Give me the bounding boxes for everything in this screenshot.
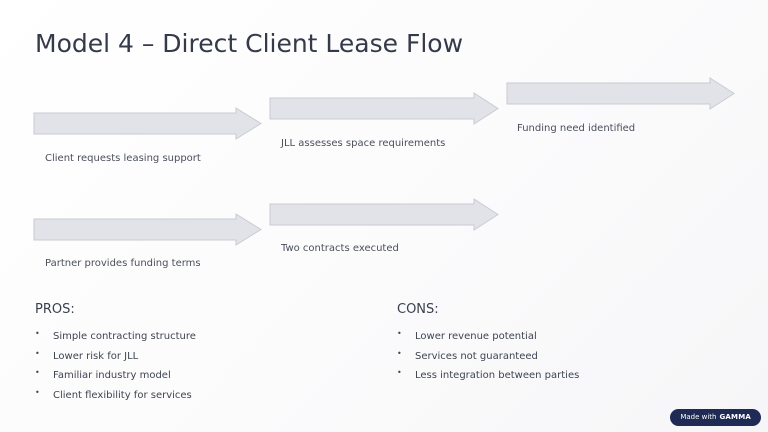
flow-step-1-arrow xyxy=(33,107,263,140)
bullet-icon: • xyxy=(397,368,402,377)
list-item: • Lower revenue potential xyxy=(397,327,579,347)
pros-list: • Simple contracting structure • Lower ris… xyxy=(35,327,196,405)
flow-step-2-arrow xyxy=(269,92,500,125)
badge-prefix: Made with xyxy=(680,413,717,421)
cons-item-text: Lower revenue potential xyxy=(415,331,537,342)
flow-step-2-label: JLL assesses space requirements xyxy=(281,138,446,149)
pros-item-text: Simple contracting structure xyxy=(53,331,196,342)
flow-step-5-label: Two contracts executed xyxy=(281,243,399,254)
cons-list: • Lower revenue potential • Services not g… xyxy=(397,327,579,386)
bullet-icon: • xyxy=(397,348,402,358)
list-item: • Lower risk for JLL xyxy=(35,347,196,367)
slide-title: Model 4 – Direct Client Lease Flow xyxy=(35,29,464,58)
flow-step-4-label: Partner provides funding terms xyxy=(45,258,201,269)
bullet-icon: • xyxy=(35,348,40,358)
cons-item-text: Services not guaranteed xyxy=(415,350,538,362)
bullet-icon: • xyxy=(35,329,40,338)
flow-step-3-arrow xyxy=(506,77,737,110)
pros-item-text: Lower risk for JLL xyxy=(53,350,139,362)
bullet-icon: • xyxy=(35,368,40,377)
pros-item-text: Familiar industry model xyxy=(53,370,171,381)
arrow-right-icon xyxy=(506,77,735,110)
list-item: • Services not guaranteed xyxy=(397,347,579,367)
list-item: • Client flexibility for services xyxy=(35,386,196,406)
arrow-right-icon xyxy=(33,213,262,246)
badge-brand-logo: GAMMA xyxy=(719,413,751,421)
arrow-right-icon xyxy=(269,198,499,231)
list-item: • Familiar industry model xyxy=(35,366,196,386)
list-item: • Simple contracting structure xyxy=(35,327,196,347)
flow-step-1-label: Client requests leasing support xyxy=(45,153,201,164)
flow-step-4-arrow xyxy=(33,213,263,246)
pros-item-text: Client flexibility for services xyxy=(53,389,192,401)
bullet-icon: • xyxy=(397,329,402,338)
cons-item-text: Less integration between parties xyxy=(415,370,580,381)
flow-step-5-arrow xyxy=(269,198,500,231)
made-with-badge[interactable]: Made with GAMMA xyxy=(670,409,761,426)
flow-step-3-label: Funding need identified xyxy=(517,123,636,134)
arrow-right-icon xyxy=(33,107,262,140)
bullet-icon: • xyxy=(35,387,40,397)
arrow-right-icon xyxy=(269,92,499,125)
list-item: • Less integration between parties xyxy=(397,366,579,386)
pros-heading: PROS: xyxy=(35,302,75,317)
cons-heading: CONS: xyxy=(397,302,439,317)
